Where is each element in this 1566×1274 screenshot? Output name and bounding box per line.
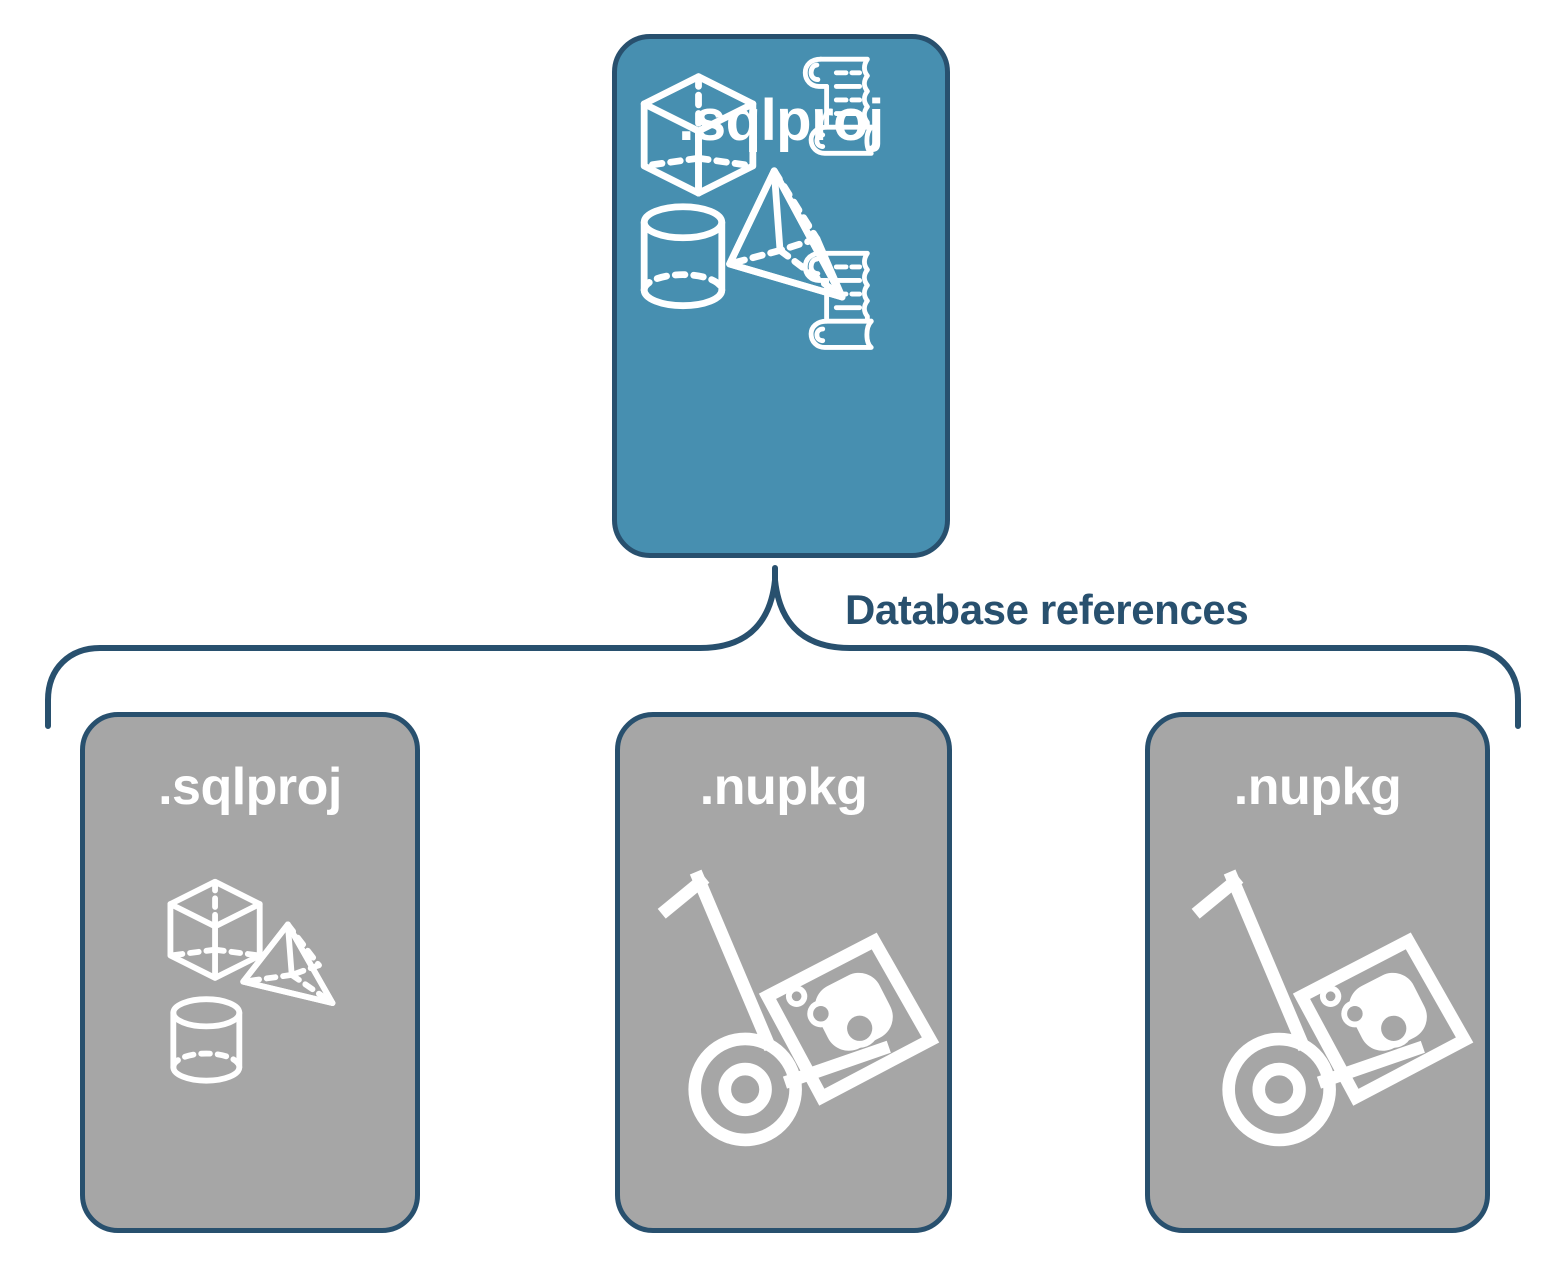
node-parent-sqlproj-label: .sqlproj [678, 88, 884, 153]
cylinder-icon [170, 996, 243, 1084]
node-child-nupkg-2-label: .nupkg [1233, 758, 1402, 816]
node-parent-sqlproj[interactable]: .sqlproj [612, 34, 950, 558]
hand-truck-icon [1191, 869, 1425, 1147]
connector-label: Database references [845, 586, 1249, 633]
node-child-nupkg-1-label: .nupkg [699, 758, 868, 816]
pyramid-icon [726, 167, 846, 301]
cube-icon [167, 878, 263, 981]
scroll-icon [802, 250, 874, 350]
node-child-sqlproj[interactable]: .sqlproj [80, 712, 420, 1233]
node-child-nupkg-2[interactable]: .nupkg [1145, 712, 1490, 1233]
nuget-package-icon [1292, 932, 1474, 1106]
pyramid-icon [240, 921, 336, 1006]
nuget-package-icon [758, 932, 940, 1106]
node-child-nupkg-1[interactable]: .nupkg [615, 712, 952, 1233]
node-child-sqlproj-label: .sqlproj [158, 758, 342, 816]
cylinder-icon [640, 203, 726, 310]
hand-truck-icon [657, 869, 891, 1147]
